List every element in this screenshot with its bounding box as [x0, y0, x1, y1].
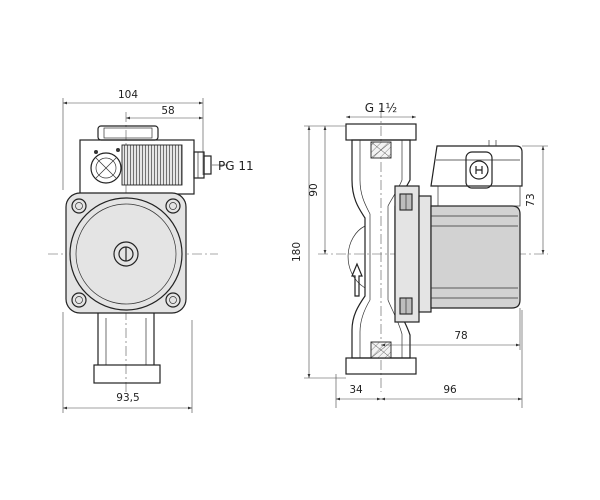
motor-flange — [394, 185, 432, 323]
dimension-overall-width: 104 — [62, 89, 204, 190]
dimension-base-width: 93,5 — [62, 312, 193, 413]
pipe-body-front — [93, 313, 161, 384]
terminal-cap — [97, 125, 159, 141]
dim-motor-height-label: 73 — [525, 193, 537, 206]
dim-base-width-label: 93,5 — [116, 392, 139, 404]
motor-terminal-box — [430, 140, 523, 207]
front-view: 104 58 — [48, 89, 254, 413]
dim-axis-to-right-label: 58 — [161, 105, 174, 117]
dimension-axis-to-right: 58 — [125, 105, 203, 120]
dimension-flange-to-axis: 90 — [308, 125, 327, 254]
dimension-total-height: 180 — [291, 125, 346, 379]
dim-flange-to-axis-horizontal-label: 34 — [349, 384, 363, 396]
dimension-motor-height: 73 — [522, 145, 548, 254]
cable-gland-label: PG 11 — [218, 159, 254, 173]
terminal-box — [79, 139, 195, 195]
pump-housing — [65, 192, 187, 314]
dim-motor-length-label: 78 — [454, 330, 467, 342]
dim-overall-width-label: 104 — [118, 89, 138, 101]
dim-flange-to-axis-label: 90 — [308, 183, 320, 196]
dim-axis-to-motor-end-label: 96 — [443, 384, 457, 396]
cable-gland: PG 11 — [193, 151, 254, 179]
dimension-motor-length: 78 — [381, 308, 521, 350]
top-flange — [345, 123, 417, 159]
dimension-bottom-horizontal: 34 96 — [335, 310, 523, 408]
dim-total-height-label: 180 — [291, 242, 303, 262]
side-view: G 1½ — [291, 101, 548, 408]
motor-housing — [430, 205, 521, 309]
